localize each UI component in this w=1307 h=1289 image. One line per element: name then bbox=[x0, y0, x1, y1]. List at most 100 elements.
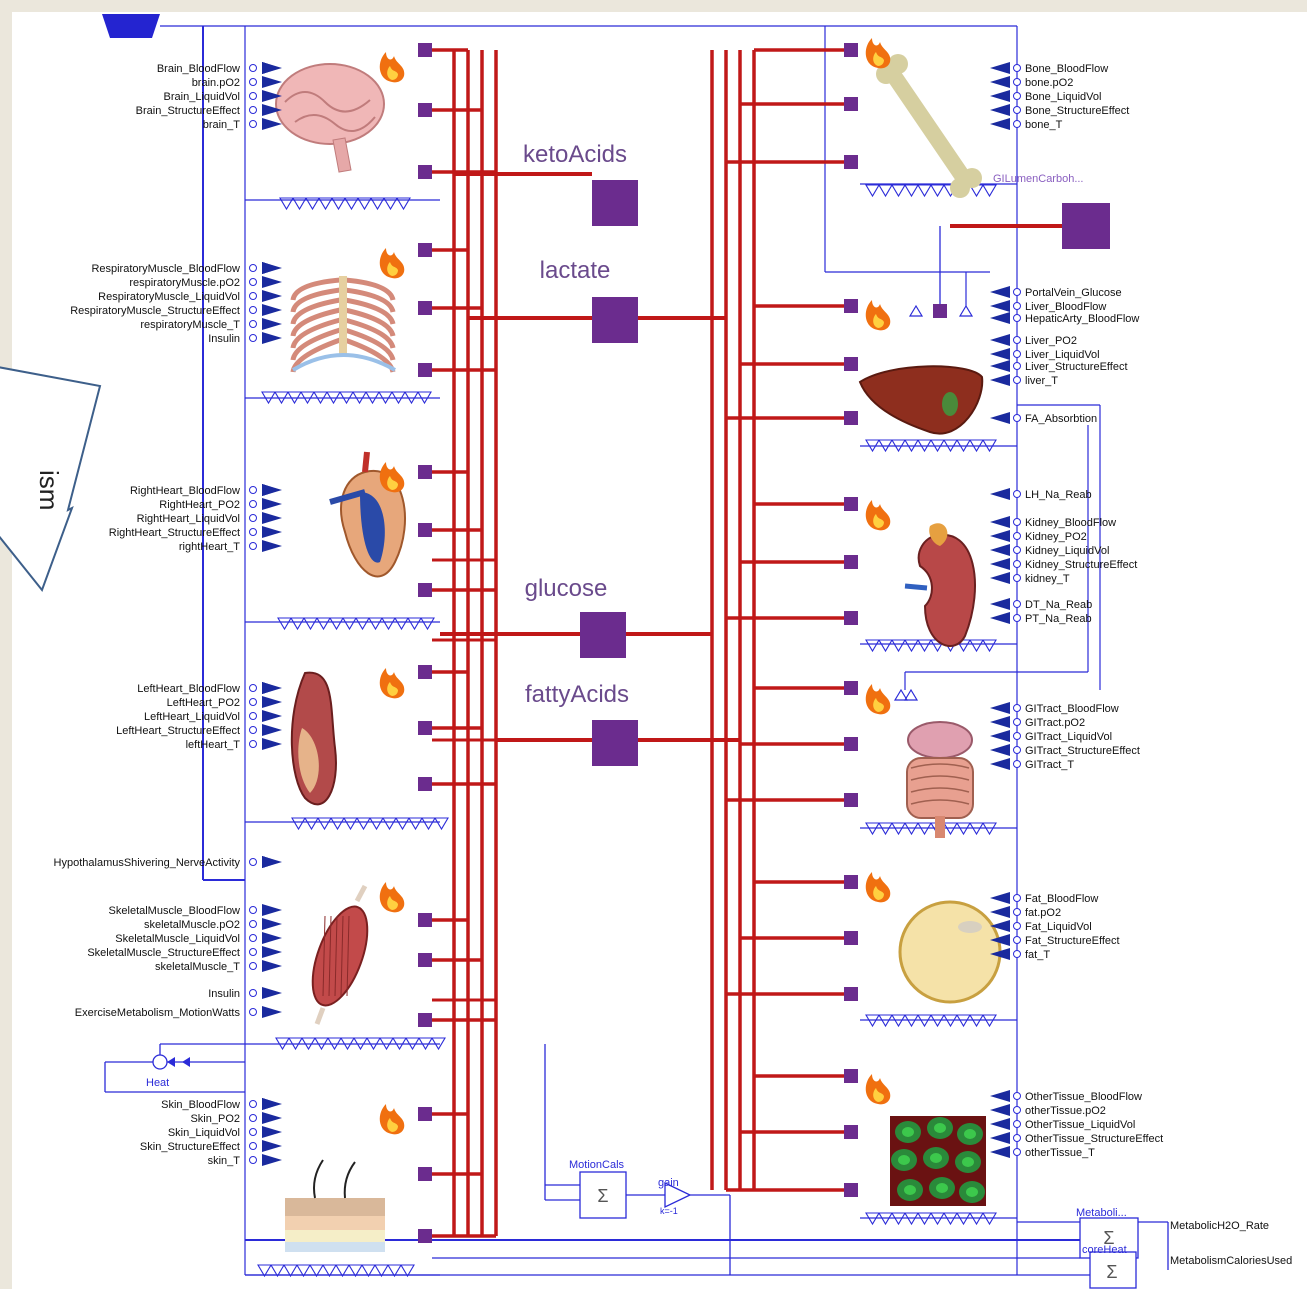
gilumen-port bbox=[1062, 203, 1110, 249]
bone-fire-icon bbox=[865, 38, 891, 69]
signal-label: Fat_LiquidVol bbox=[1025, 921, 1092, 933]
skin-fire-icon bbox=[379, 1104, 405, 1135]
tissue-brain-bottom-connectors bbox=[279, 197, 411, 211]
signal-label: PT_Na_Reab bbox=[1025, 613, 1092, 625]
signal-label: RespiratoryMuscle_BloodFlow bbox=[91, 263, 240, 275]
signal-label: liver_T bbox=[1025, 375, 1058, 387]
kidney-fire-icon bbox=[865, 500, 891, 531]
signal-label: SkeletalMuscle_LiquidVol bbox=[115, 933, 240, 945]
skin-port-3 bbox=[418, 1229, 432, 1243]
signal-label: leftHeart_T bbox=[186, 739, 241, 751]
signal-label: otherTissue_T bbox=[1025, 1147, 1095, 1159]
signal-label: Kidney_StructureEffect bbox=[1025, 559, 1137, 571]
callout-arrow bbox=[0, 366, 102, 593]
gi-tract-icon bbox=[907, 721, 973, 759]
tissue-fat-bottom-connectors bbox=[865, 1014, 997, 1028]
signal-label: skeletalMuscle.pO2 bbox=[144, 919, 240, 931]
signal-label: GITract.pO2 bbox=[1025, 717, 1085, 729]
coreheat-label: coreHeat bbox=[1082, 1244, 1127, 1256]
skin-icon bbox=[285, 1198, 385, 1216]
respiratory-muscle-fire-icon bbox=[379, 248, 405, 279]
tissue-skin-bottom-connectors bbox=[257, 1264, 415, 1278]
signal-label: LH_Na_Reab bbox=[1025, 489, 1092, 501]
muscle-icon bbox=[311, 905, 369, 1007]
signal-label: brain_T bbox=[203, 119, 241, 131]
svg-text:Σ: Σ bbox=[1106, 1262, 1117, 1282]
gain-k-label: k=-1 bbox=[660, 1206, 678, 1216]
signal-label: Brain_LiquidVol bbox=[164, 91, 240, 103]
heat-sum-node bbox=[152, 1054, 168, 1070]
signal-label: Liver_LiquidVol bbox=[1025, 349, 1100, 361]
signal-label: Kidney_LiquidVol bbox=[1025, 545, 1109, 557]
respiratory-muscle-port-2 bbox=[418, 301, 432, 315]
signal-label: HypothalamusShivering_NerveActivity bbox=[54, 857, 241, 869]
gain-label: gain bbox=[658, 1177, 679, 1189]
fat-fire-icon bbox=[865, 872, 891, 903]
brain-port-1 bbox=[418, 43, 432, 57]
metaboli-label: Metaboli... bbox=[1076, 1207, 1127, 1219]
tissue-right-heart-bottom-connectors bbox=[277, 617, 435, 631]
other-tissue-port-1 bbox=[844, 1069, 858, 1083]
callout-text: ism bbox=[34, 470, 64, 510]
liver-port-3 bbox=[844, 411, 858, 425]
left-heart-port-2 bbox=[418, 721, 432, 735]
right-heart-port-2 bbox=[418, 523, 432, 537]
bus-port-ketoAcids bbox=[592, 180, 638, 226]
bus-label-ketoAcids: ketoAcids bbox=[523, 141, 627, 168]
bus-label-glucose: glucose bbox=[525, 575, 608, 602]
heat-label: Heat bbox=[146, 1077, 169, 1089]
liver-port-2 bbox=[844, 357, 858, 371]
signal-label: respiratoryMuscle.pO2 bbox=[129, 277, 240, 289]
signal-label: PortalVein_Glucose bbox=[1025, 287, 1122, 299]
signal-label: OtherTissue_BloodFlow bbox=[1025, 1091, 1142, 1103]
skeletal-muscle-fire-icon bbox=[379, 882, 405, 913]
signal-label: Kidney_BloodFlow bbox=[1025, 517, 1116, 529]
bus-port-lactate bbox=[592, 297, 638, 343]
signal-label: GITract_LiquidVol bbox=[1025, 731, 1112, 743]
kidney-port-3 bbox=[844, 611, 858, 625]
signal-label: HepaticArty_BloodFlow bbox=[1025, 313, 1139, 325]
signal-label: SkeletalMuscle_StructureEffect bbox=[87, 947, 240, 959]
fat-port-3 bbox=[844, 987, 858, 1001]
signal-label: RespiratoryMuscle_StructureEffect bbox=[70, 305, 240, 317]
gi-tract-port-2 bbox=[844, 737, 858, 751]
bone-port-1 bbox=[844, 43, 858, 57]
skeletal-muscle-port-2 bbox=[418, 953, 432, 967]
signal-label: Kidney_PO2 bbox=[1025, 531, 1087, 543]
gilumen-label: GILumenCarboh... bbox=[993, 173, 1084, 185]
tissue-liver-bottom-connectors bbox=[865, 439, 997, 453]
fat-port-1 bbox=[844, 875, 858, 889]
bone-port-2 bbox=[844, 97, 858, 111]
brain-icon bbox=[275, 63, 385, 145]
signal-label: fat_T bbox=[1025, 949, 1050, 961]
tissue-respiratory-muscle-bottom-connectors bbox=[261, 391, 432, 405]
gi-tract-port-1 bbox=[844, 681, 858, 695]
fat-cell-icon bbox=[898, 900, 1002, 1004]
signal-label: LeftHeart_PO2 bbox=[167, 697, 240, 709]
signal-label: Brain_StructureEffect bbox=[136, 105, 240, 117]
signal-label: fat.pO2 bbox=[1025, 907, 1061, 919]
left-heart-port-1 bbox=[418, 665, 432, 679]
signal-label: RightHeart_LiquidVol bbox=[137, 513, 240, 525]
signal-label: Brain_BloodFlow bbox=[157, 63, 240, 75]
signal-label: FA_Absorbtion bbox=[1025, 413, 1097, 425]
metabolism-h2o-block bbox=[1079, 1217, 1139, 1259]
signal-label: RightHeart_PO2 bbox=[159, 499, 240, 511]
tissue-gi-tract-bottom-connectors bbox=[865, 822, 997, 836]
skeletal-muscle-port-1 bbox=[418, 913, 432, 927]
signal-label: skin_T bbox=[208, 1155, 241, 1167]
kidney-icon bbox=[917, 533, 976, 647]
signal-label: LeftHeart_StructureEffect bbox=[116, 725, 240, 737]
brain-port-3 bbox=[418, 165, 432, 179]
signal-label: Liver_PO2 bbox=[1025, 335, 1077, 347]
signal-label: GITract_T bbox=[1025, 759, 1074, 771]
signal-label: SkeletalMuscle_BloodFlow bbox=[109, 905, 241, 917]
signal-label: skeletalMuscle_T bbox=[155, 961, 240, 973]
bus-label-lactate: lactate bbox=[540, 257, 611, 284]
left-heart-fire-icon bbox=[379, 668, 405, 699]
metabolic-h2o-label: MetabolicH2O_Rate bbox=[1170, 1220, 1269, 1232]
brain-port-2 bbox=[418, 103, 432, 117]
signal-label: RightHeart_StructureEffect bbox=[109, 527, 240, 539]
metabolism-calories-label: MetabolismCaloriesUsed bbox=[1170, 1255, 1292, 1267]
